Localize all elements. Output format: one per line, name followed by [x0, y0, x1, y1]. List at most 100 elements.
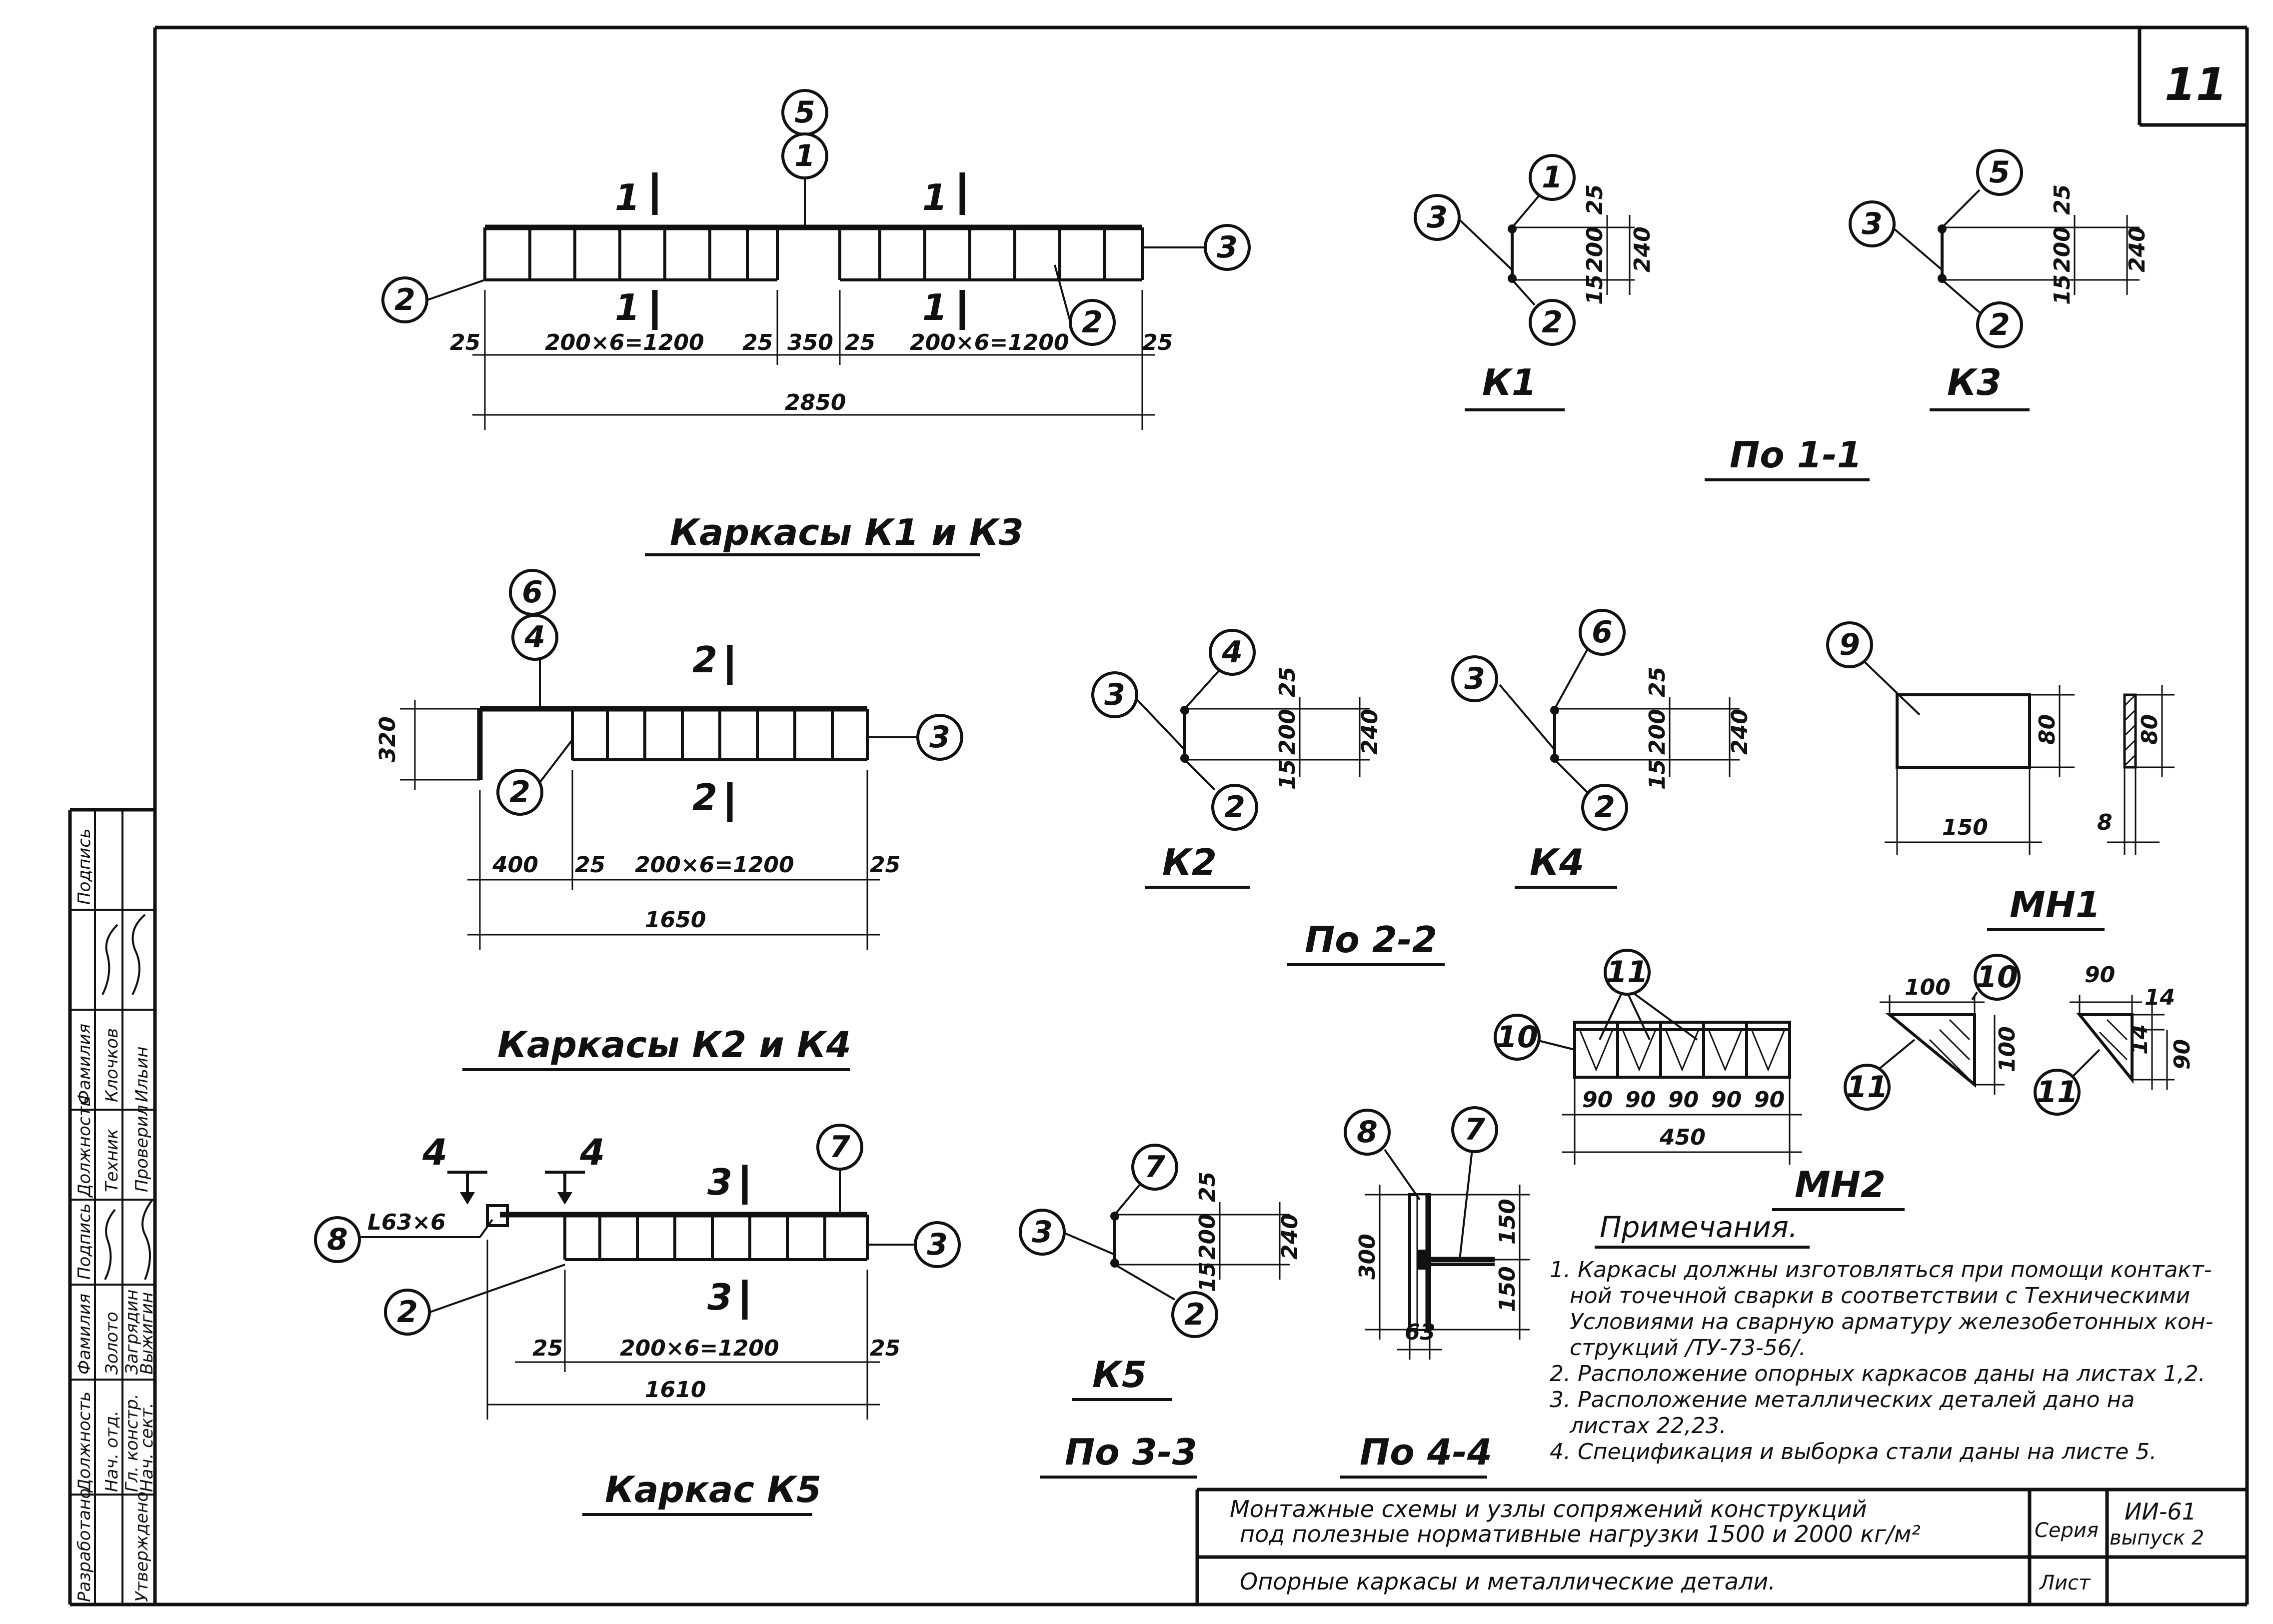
position-marker: 6 — [1592, 615, 1613, 650]
dim-label: 200 — [1195, 1214, 1220, 1260]
dim-label: 25 — [742, 330, 773, 355]
dim-total: 450 — [1659, 1125, 1706, 1150]
note-line: 4. Спецификация и выборка стали даны на … — [1550, 1439, 2157, 1465]
section-mark: 2 — [692, 776, 717, 818]
note-line: листах 22,23. — [1569, 1413, 1726, 1439]
dim-label: 80 — [2137, 714, 2163, 745]
seria-label: Серия — [2035, 1519, 2099, 1542]
list-label: Лист — [2039, 1572, 2091, 1595]
stamp-cell: Золото — [102, 1312, 122, 1375]
section-mark: 4 — [579, 1131, 605, 1173]
stamp-cell: Техник — [102, 1129, 122, 1192]
dim-label: 240 — [1277, 1214, 1303, 1260]
title-line-3: Опорные каркасы и металлические детали. — [1240, 1568, 1776, 1595]
position-marker: 2 — [1184, 1297, 1205, 1332]
angle-label: L63×6 — [367, 1210, 446, 1235]
dim-label: 25 — [845, 330, 875, 355]
signature — [141, 1199, 153, 1280]
stamp-cell: Гл. констр. — [122, 1394, 142, 1492]
position-marker: 7 — [1464, 1112, 1485, 1147]
dim-label: 14 — [2145, 985, 2175, 1010]
position-marker: 9 — [1839, 627, 1860, 662]
note-line: 1. Каркасы должны изготовляться при помо… — [1550, 1257, 2212, 1283]
stamp-cell: Нач. сект. — [137, 1403, 157, 1492]
position-marker: 7 — [1144, 1150, 1165, 1185]
stamp-header: Должность — [74, 1097, 94, 1198]
position-marker: 8 — [1357, 1115, 1378, 1150]
section-view-title: По 1-1 — [1730, 434, 1862, 476]
position-marker: 3 — [1032, 1215, 1053, 1250]
dim-label: 25 — [1275, 667, 1300, 697]
dim-label: 25 — [1645, 667, 1670, 697]
stamp-cell: Ильин — [132, 1046, 152, 1102]
position-marker: 4 — [1221, 635, 1243, 670]
section-label: К2 — [1162, 841, 1217, 883]
dim-label: 90 — [1711, 1087, 1742, 1113]
dim-total: 1650 — [645, 907, 706, 933]
dim-total: 1610 — [645, 1377, 706, 1403]
position-marker: 1 — [794, 138, 815, 173]
signature — [101, 924, 118, 995]
dim-label: 15 — [1645, 759, 1670, 790]
part-label: МН1 — [2010, 884, 2101, 926]
section-label: К3 — [1947, 361, 2002, 403]
dim-label: 240 — [2125, 226, 2150, 272]
dim-label: 90 — [1668, 1087, 1699, 1113]
dim-label: 25 — [1142, 330, 1173, 355]
dim-label: 15 — [1195, 1262, 1220, 1292]
dim-label: 15 — [1275, 759, 1300, 790]
dim-label: 25 — [1195, 1172, 1220, 1202]
title-block: Монтажные схемы и узлы сопряжений констр… — [1195, 1488, 2247, 1605]
section-mark: 3 — [707, 1161, 732, 1203]
dim-label: 15 — [2050, 274, 2075, 305]
position-marker: 2 — [394, 282, 415, 317]
dim-label: 320 — [375, 716, 400, 762]
note-line: ной точечной сварки в соответствии с Тех… — [1570, 1283, 2190, 1309]
note-line: 3. Расположение металлических деталей да… — [1550, 1387, 2135, 1413]
dim-label: 25 — [575, 852, 605, 878]
position-marker: 2 — [1594, 790, 1615, 825]
seria-value: ИИ-61 — [2125, 1498, 2197, 1525]
dim-label: 200 — [1645, 709, 1670, 755]
section-label: К5 — [1092, 1354, 1147, 1396]
stamp-cell: Нач. отд. — [102, 1411, 122, 1492]
signature — [131, 914, 146, 995]
dim-label: 90 — [2085, 962, 2115, 988]
sheet-frame — [68, 25, 2249, 1607]
dim-label: 25 — [532, 1336, 563, 1361]
signature — [104, 1209, 116, 1280]
position-marker: 3 — [1464, 661, 1485, 696]
section-mark: 4 — [422, 1131, 447, 1173]
note-line: 2. Расположение опорных каркасов даны на… — [1550, 1361, 2206, 1387]
section-mark: 1 — [615, 176, 640, 218]
position-marker: 3 — [1862, 206, 1883, 241]
stamp-header: Должность — [74, 1392, 94, 1493]
position-marker: 6 — [522, 575, 543, 610]
dim-label: 25 — [450, 330, 480, 355]
position-marker: 5 — [794, 95, 815, 130]
section-label: К4 — [1530, 841, 1584, 883]
notes-heading: Примечания. — [1600, 1210, 1798, 1244]
dim-label: 200×6=1200 — [620, 1336, 779, 1361]
section-k2: 25 200 15 240 4 3 2 К2 — [1091, 629, 1383, 889]
section-view-title: По 2-2 — [1305, 919, 1437, 961]
position-marker: 10 — [1496, 1020, 1538, 1055]
k2k4-plan: 2 2 6 4 2 3 320 400 25 200×6=1200 25 165… — [375, 569, 963, 1071]
dim-label: 240 — [1630, 226, 1655, 272]
dim-label: 90 — [1582, 1087, 1613, 1113]
position-marker: 2 — [1989, 307, 2010, 342]
section-label: К1 — [1482, 361, 1537, 403]
dim-label: 150 — [1942, 815, 1988, 840]
dim-label: 300 — [1355, 1234, 1380, 1280]
position-marker: 4 — [524, 620, 545, 655]
dim-label: 25 — [870, 1336, 900, 1361]
section-k1: 25 200 15 240 1 3 2 К1 — [1414, 154, 1655, 411]
position-marker: 2 — [509, 775, 530, 810]
dim-label: 100 — [1995, 1026, 2020, 1072]
dim-label: 200×6=1200 — [545, 330, 704, 355]
dim-label: 90 — [1754, 1087, 1785, 1113]
position-marker: 2 — [1542, 305, 1563, 340]
position-marker: 5 — [1989, 155, 2010, 190]
position-marker: 2 — [1224, 790, 1245, 825]
part-label: МН2 — [1795, 1164, 1886, 1206]
